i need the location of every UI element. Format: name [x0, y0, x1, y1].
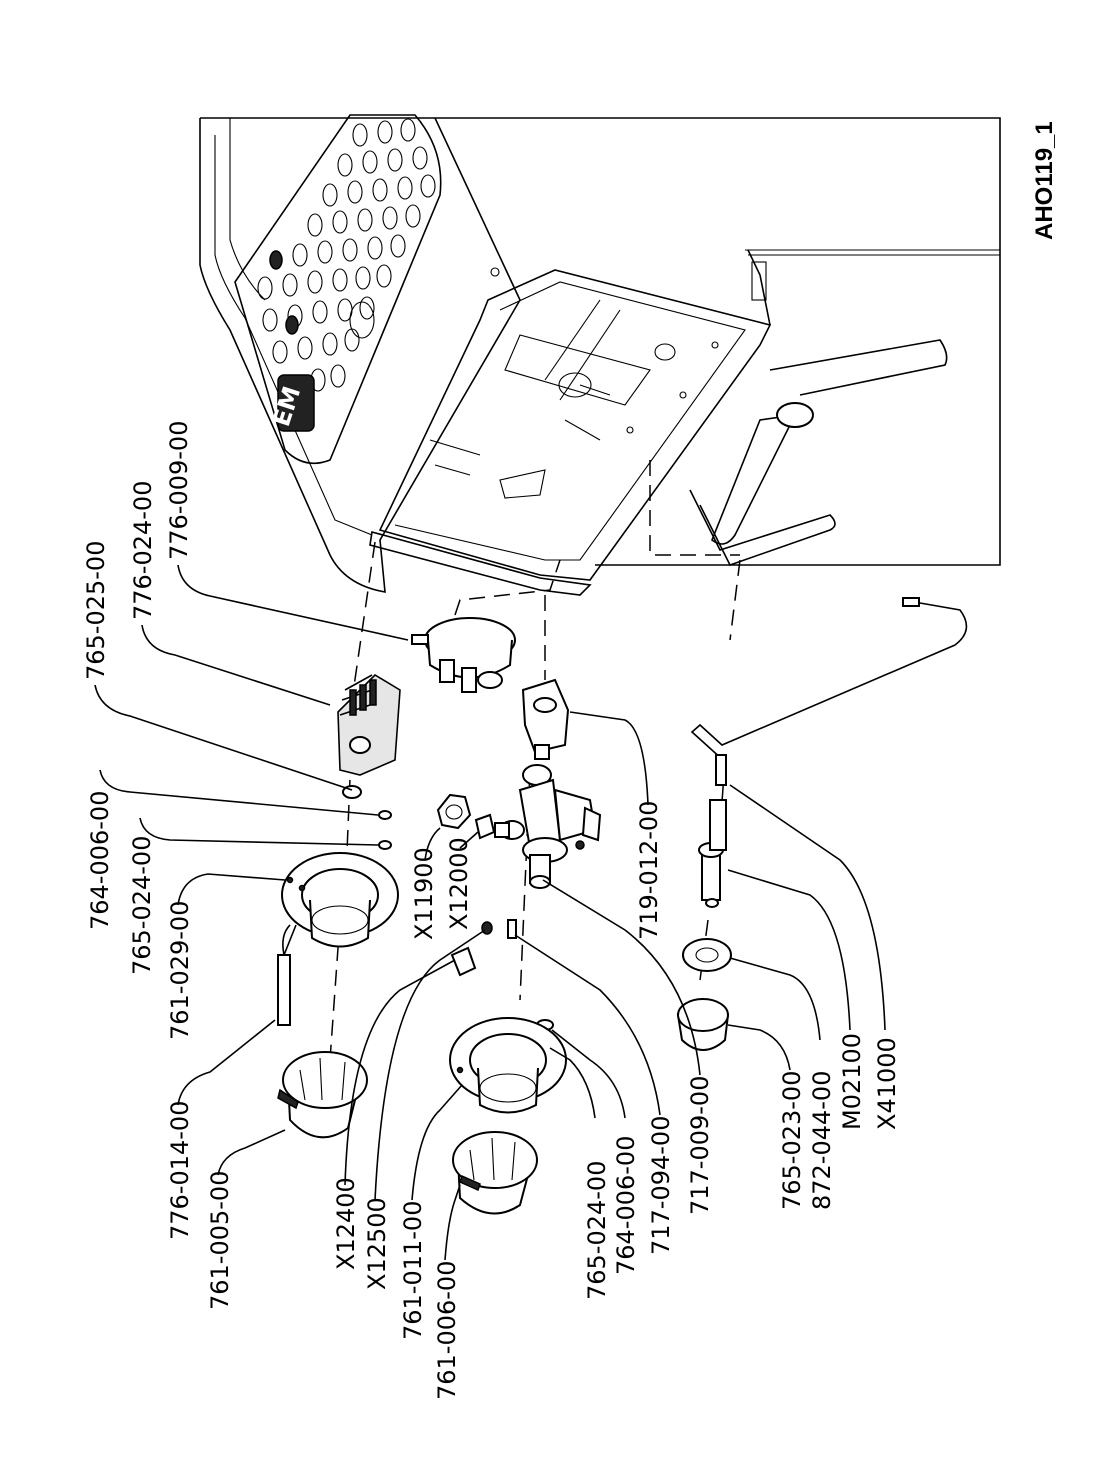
- label-761-005-00: 761-005-00: [206, 1171, 234, 1310]
- part-washers-upper: [342, 785, 392, 850]
- label-717-009-00: 717-009-00: [686, 1076, 714, 1215]
- label-761-029-00: 761-029-00: [166, 901, 194, 1040]
- vent-holes: [257, 118, 436, 392]
- label-764-006-00-upper: 764-006-00: [86, 791, 114, 930]
- drawing-id: AHO119_1: [1031, 121, 1058, 240]
- label-776-024-00: 776-024-00: [129, 481, 157, 620]
- part-thermostat: [411, 617, 516, 693]
- part-thermocouple: [277, 924, 297, 1026]
- label-776-014-00: 776-014-00: [166, 1101, 194, 1240]
- brand-logo: EM: [267, 374, 315, 432]
- part-valve-fitting: [521, 678, 570, 760]
- label-x12400: X12400: [332, 1177, 360, 1270]
- part-burner-cap: [676, 998, 730, 1051]
- label-761-006-00: 761-006-00: [433, 1261, 461, 1400]
- label-717-094-00: 717-094-00: [647, 1116, 675, 1255]
- label-765-025-00: 765-025-00: [82, 541, 110, 680]
- label-x41000: X41000: [873, 1037, 901, 1130]
- label-m02100: M02100: [838, 1033, 866, 1130]
- label-765-023-00: 765-023-00: [778, 1071, 806, 1210]
- label-765-024-00-lower: 765-024-00: [583, 1161, 611, 1300]
- part-gas-tap: [494, 764, 602, 889]
- appliance-body: EM: [199, 114, 1001, 596]
- part-labels: 765-025-00 776-024-00 776-009-00 764-006…: [82, 421, 901, 1400]
- label-764-006-00-lower: 764-006-00: [612, 1136, 640, 1275]
- part-knob-lower: [452, 1131, 538, 1215]
- part-nozzle: [698, 799, 727, 908]
- handle: [689, 339, 948, 566]
- part-seal-ring: [682, 938, 732, 972]
- label-x12000: X12000: [445, 837, 473, 930]
- part-knob-upper: [277, 1051, 368, 1139]
- label-x12500: X12500: [363, 1197, 391, 1290]
- label-765-024-00-upper: 765-024-00: [128, 836, 156, 975]
- part-thermocouple-wire: [690, 597, 968, 786]
- part-bezel-lower: [449, 1017, 567, 1114]
- part-bezel-upper: [281, 852, 399, 948]
- label-x11900: X11900: [410, 847, 438, 940]
- leader-lines: [94, 564, 886, 1261]
- part-nuts-x11900-x12000: [436, 793, 496, 840]
- label-719-012-00: 719-012-00: [635, 801, 663, 940]
- label-872-044-00: 872-044-00: [808, 1071, 836, 1210]
- label-776-009-00: 776-009-00: [165, 421, 193, 560]
- part-ignition-unit: [337, 673, 401, 776]
- label-761-011-00: 761-011-00: [399, 1201, 427, 1340]
